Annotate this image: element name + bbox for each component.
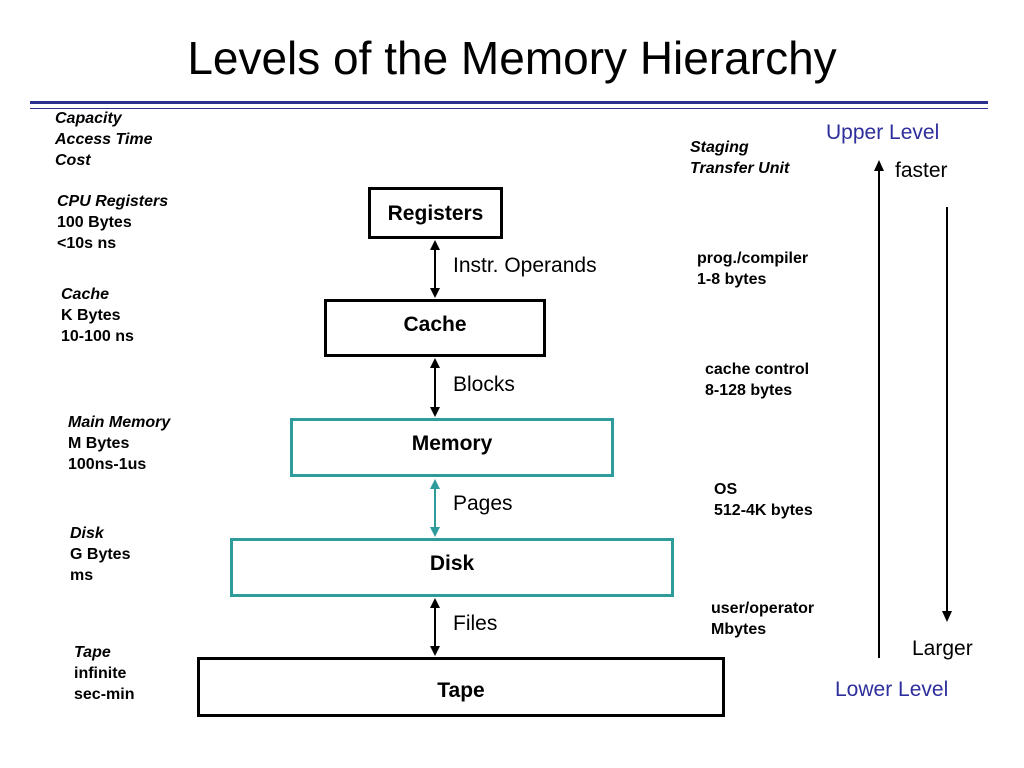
cache-box: Cache (324, 299, 546, 357)
staging-label: user/operator (711, 600, 815, 617)
box-label: Disk (429, 552, 475, 575)
level-capacity: G Bytes (70, 546, 131, 563)
level-name: Cache (61, 286, 110, 303)
staging-user-operator: user/operator Mbytes (711, 598, 814, 640)
capacity-header: Capacity (55, 110, 122, 127)
transfer-arrow-cache-memory (430, 358, 440, 417)
level-access-time: sec-min (74, 686, 135, 703)
box-label: Registers (387, 202, 484, 225)
lower-level-label: Lower Level (835, 678, 949, 701)
transfer-unit-header: Transfer Unit (690, 160, 790, 177)
staging-size: 8-128 bytes (705, 382, 793, 399)
title-rule-top (30, 101, 988, 104)
staging-header: Staging (690, 139, 749, 156)
level-access-time: 100ns-1us (68, 456, 147, 473)
access-time-header: Access Time (55, 131, 153, 148)
level-name: CPU Registers (57, 193, 169, 210)
level-capacity: infinite (74, 665, 127, 682)
faster-label: faster (895, 159, 948, 182)
left-column-header: Capacity Access Time Cost (55, 108, 153, 171)
level-access-time: 10-100 ns (61, 328, 134, 345)
tape-box: Tape (197, 657, 725, 717)
level-info-disk: Disk G Bytes ms (70, 523, 130, 586)
staging-os: OS 512-4K bytes (714, 479, 813, 521)
level-name: Tape (74, 644, 111, 661)
level-capacity: K Bytes (61, 307, 121, 324)
staging-cache-control: cache control 8-128 bytes (705, 359, 809, 401)
staging-size: 1-8 bytes (697, 271, 767, 288)
right-column-header: Staging Transfer Unit (690, 137, 789, 179)
staging-size: Mbytes (711, 621, 767, 638)
box-label: Tape (437, 679, 485, 702)
cost-header: Cost (55, 152, 91, 169)
level-info-memory: Main Memory M Bytes 100ns-1us (68, 412, 170, 475)
transfer-arrow-disk-tape (430, 598, 440, 656)
transfer-arrow-registers-cache (430, 240, 440, 298)
staging-prog-compiler: prog./compiler 1-8 bytes (697, 248, 808, 290)
box-label: Memory (411, 432, 493, 455)
title-rule-bottom (30, 108, 988, 109)
page-title: Levels of the Memory Hierarchy (187, 32, 837, 84)
level-access-time: <10s ns (57, 235, 117, 252)
memory-box: Memory (290, 418, 614, 477)
larger-label: Larger (912, 637, 973, 660)
level-access-time: ms (70, 567, 94, 584)
staging-size: 512-4K bytes (714, 502, 813, 519)
transfer-unit-files: Files (453, 612, 498, 635)
level-capacity: 100 Bytes (57, 214, 132, 231)
level-info-cache: Cache K Bytes 10-100 ns (61, 284, 134, 347)
upper-level-label: Upper Level (826, 121, 940, 144)
level-name: Disk (70, 525, 104, 542)
transfer-unit-instr-operands: Instr. Operands (453, 254, 597, 277)
larger-down-arrow (942, 207, 952, 622)
transfer-arrow-memory-disk (430, 479, 440, 537)
staging-label: cache control (705, 361, 810, 378)
level-info-registers: CPU Registers 100 Bytes <10s ns (57, 191, 168, 254)
registers-box: Registers (368, 187, 503, 239)
staging-label: OS (714, 481, 738, 498)
level-name: Main Memory (68, 414, 171, 431)
level-info-tape: Tape infinite sec-min (74, 642, 134, 705)
box-label: Cache (403, 313, 467, 336)
faster-up-arrow (874, 160, 884, 658)
staging-label: prog./compiler (697, 250, 809, 267)
transfer-unit-pages: Pages (453, 492, 513, 515)
disk-box: Disk (230, 538, 674, 597)
transfer-unit-blocks: Blocks (453, 373, 515, 396)
level-capacity: M Bytes (68, 435, 130, 452)
